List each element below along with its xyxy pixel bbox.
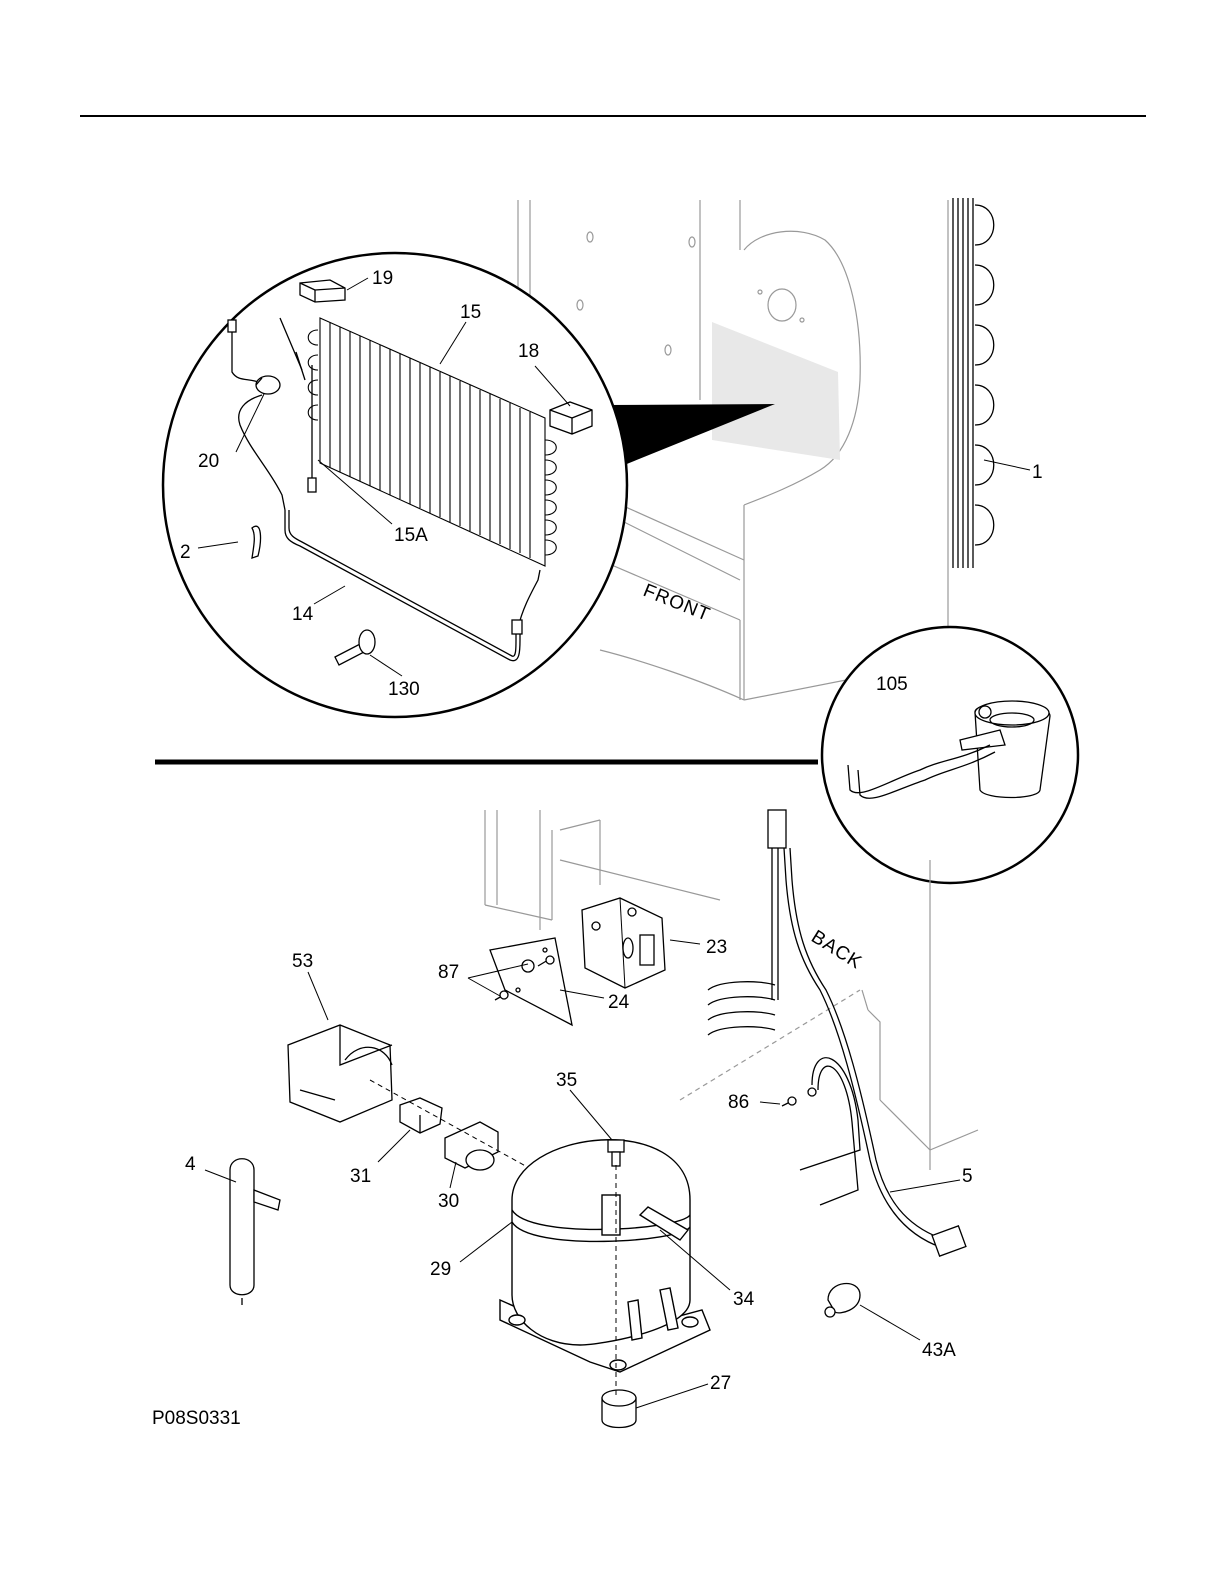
relay-31	[400, 1098, 442, 1133]
compressor-29	[500, 1140, 710, 1372]
callout-4: 4	[185, 1154, 196, 1175]
callout-24: 24	[608, 992, 630, 1013]
callout-34: 34	[733, 1289, 755, 1310]
callout-15: 15	[460, 302, 481, 323]
callout-53: 53	[292, 951, 313, 972]
drawing-number: P08S0331	[152, 1408, 241, 1429]
callout-87: 87	[438, 962, 459, 983]
callout-5: 5	[962, 1166, 973, 1187]
clamp-43a	[825, 1284, 860, 1317]
condenser	[953, 198, 994, 568]
callout-130: 130	[388, 679, 420, 700]
callout-31: 31	[350, 1166, 371, 1187]
evaporator-cavity	[712, 322, 840, 460]
callout-14: 14	[292, 604, 314, 625]
callout-19: 19	[372, 268, 393, 289]
relay-cover-53	[288, 1025, 392, 1122]
defrost-timer-23	[582, 898, 665, 988]
callout-29: 29	[430, 1259, 451, 1280]
drier-4	[230, 1159, 280, 1305]
callout-15a: 15A	[394, 525, 428, 546]
callout-35: 35	[556, 1070, 577, 1091]
callout-20: 20	[198, 451, 219, 472]
timer-bracket-24	[490, 938, 572, 1025]
callout-2: 2	[180, 542, 191, 563]
callout-43a: 43A	[922, 1340, 956, 1361]
screw-86	[782, 1088, 816, 1106]
back-label: BACK	[807, 926, 865, 973]
callout-1: 1	[1032, 462, 1043, 483]
callout-86: 86	[728, 1092, 749, 1113]
grommet-27	[602, 1390, 636, 1428]
callout-105: 105	[876, 674, 908, 695]
front-label: FRONT	[640, 580, 713, 626]
callout-18: 18	[518, 341, 539, 362]
callout-27: 27	[710, 1373, 731, 1394]
thermostat-20	[256, 376, 280, 394]
callout-30: 30	[438, 1191, 459, 1212]
callout-23: 23	[706, 937, 727, 958]
